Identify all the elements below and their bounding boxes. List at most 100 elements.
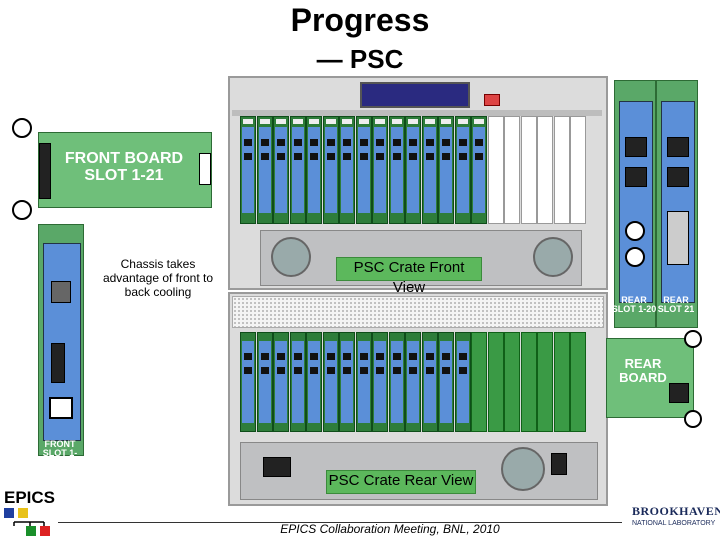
front-crate-card: [256, 116, 273, 224]
card-latch: [343, 367, 351, 374]
card-latch: [326, 153, 335, 160]
card-latch: [343, 139, 351, 146]
card-pin-strip: [441, 119, 451, 124]
card-latch: [244, 367, 252, 374]
card-latch: [359, 153, 368, 160]
card-latch: [277, 153, 285, 160]
psc-crate-rear: [228, 292, 608, 506]
card-latch: [376, 367, 384, 374]
card-latch: [409, 353, 417, 360]
card-latch: [260, 153, 269, 160]
card-faceplate: [258, 127, 271, 213]
card-pin-strip: [276, 119, 286, 124]
card-latch: [326, 367, 335, 374]
front-card-d-icon: [49, 397, 73, 419]
rear-card-slot-1-20: [614, 80, 656, 328]
rear-crate-card: [388, 332, 405, 432]
card-faceplate: [324, 127, 337, 213]
card-latch: [409, 367, 417, 374]
front-crate-card: [240, 116, 256, 224]
card-latch: [310, 353, 318, 360]
card-latch: [458, 367, 467, 374]
brookhaven-logo-bottom: NATIONAL LABORATORY: [632, 520, 716, 527]
rear-card-1-circle-top: [625, 221, 645, 241]
card-latch: [442, 153, 450, 160]
rear-card-1-faceplate: [619, 101, 653, 303]
front-board-bracket-bottom: [12, 200, 32, 220]
card-pin-strip: [309, 119, 319, 124]
card-latch: [475, 153, 483, 160]
rear-board-label: REAR BOARD: [619, 356, 667, 385]
card-latch: [442, 367, 450, 374]
card-latch: [277, 139, 285, 146]
card-faceplate: [357, 127, 370, 213]
card-latch: [310, 367, 318, 374]
card-latch: [277, 353, 285, 360]
card-pin-strip: [375, 119, 385, 124]
rear-card-1-label: REAR SLOT 1-20: [611, 295, 657, 315]
rear-board-latch: [669, 383, 689, 403]
front-fan-left: [271, 237, 311, 277]
card-faceplate: [423, 341, 436, 423]
footer-meeting-text: EPICS Collaboration Meeting, BNL, 2010: [280, 522, 500, 536]
card-faceplate: [242, 127, 254, 213]
card-pin-strip: [243, 119, 253, 124]
brookhaven-logo-top: BROOKHAVEN: [632, 504, 720, 518]
card-faceplate: [308, 341, 320, 423]
card-faceplate: [440, 341, 452, 423]
rear-card-2-rj45-top: [667, 137, 689, 157]
front-crate-card: [322, 116, 339, 224]
card-faceplate: [473, 127, 485, 213]
card-faceplate: [390, 127, 403, 213]
card-faceplate: [324, 341, 337, 423]
front-crate-card: [372, 116, 388, 224]
card-pin-strip: [474, 119, 484, 124]
card-latch: [409, 153, 417, 160]
rear-crate-card: [421, 332, 438, 432]
card-latch: [293, 153, 302, 160]
rear-crate-card: [487, 332, 504, 432]
card-latch: [293, 139, 302, 146]
power-inlet: [263, 457, 291, 477]
card-faceplate: [423, 127, 436, 213]
brookhaven-logo: BROOKHAVEN NATIONAL LABORATORY: [632, 504, 720, 536]
rear-crate-card: [504, 332, 520, 432]
front-board-latch: [199, 153, 211, 185]
front-board: FRONT BOARD SLOT 1-21: [38, 132, 212, 208]
rear-crate-card: [553, 332, 570, 432]
card-latch: [260, 353, 269, 360]
epics-logo-text: EPICS: [4, 488, 56, 507]
front-crate-card: [421, 116, 438, 224]
card-faceplate: [390, 341, 403, 423]
rear-crate-card: [306, 332, 322, 432]
card-latch: [343, 353, 351, 360]
card-pin-strip: [259, 119, 270, 124]
card-faceplate: [357, 341, 370, 423]
rear-crate-card: [438, 332, 454, 432]
rear-power-switch: [551, 453, 567, 475]
rear-card-1-circle-bottom: [625, 247, 645, 267]
card-latch: [359, 367, 368, 374]
rear-card-2-dsub: [667, 211, 689, 265]
rear-crate-card: [471, 332, 487, 432]
front-fan-right: [533, 237, 573, 277]
front-board-edge-connector: [39, 143, 51, 199]
card-latch: [475, 139, 483, 146]
card-pin-strip: [391, 119, 402, 124]
card-latch: [326, 353, 335, 360]
card-pin-strip: [342, 119, 352, 124]
rear-card-2-faceplate: [661, 101, 695, 303]
front-card: [38, 224, 84, 456]
rear-board: REAR BOARD: [606, 338, 694, 418]
rear-card-2-rj45-bottom: [667, 167, 689, 187]
card-latch: [425, 139, 434, 146]
card-latch: [392, 139, 401, 146]
card-faceplate: [374, 341, 386, 423]
front-crate-card: [438, 116, 454, 224]
front-crate-card: [355, 116, 372, 224]
rear-crate-card: [570, 332, 586, 432]
rear-crate-card: [520, 332, 537, 432]
front-card-row: [240, 116, 600, 224]
front-crate-card: [504, 116, 520, 224]
card-latch: [392, 367, 401, 374]
